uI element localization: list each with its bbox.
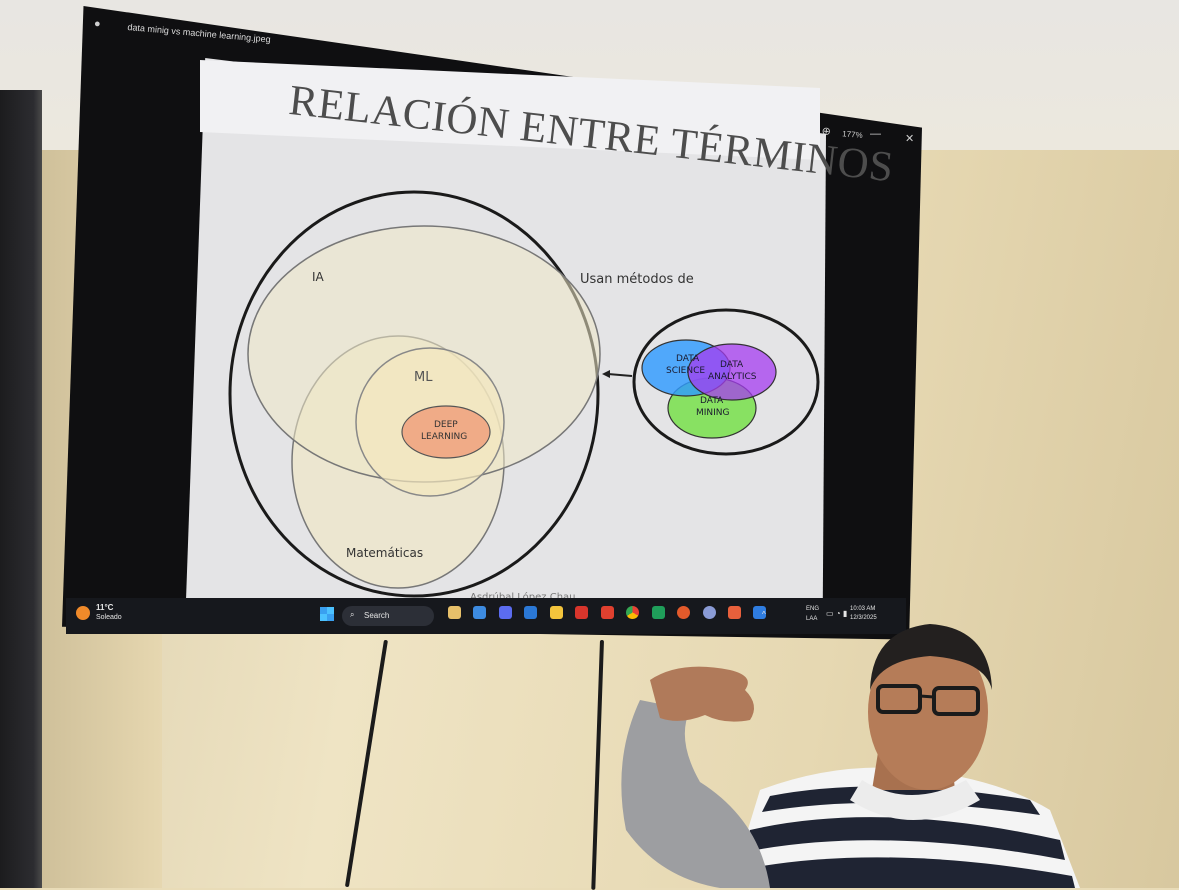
data-analytics-label-2: ANALYTICS (708, 372, 757, 382)
glasses-right-lens (932, 686, 980, 716)
data-mining-label-1: DATA (700, 396, 724, 406)
data-science-label-1: DATA (676, 354, 700, 364)
glasses-bridge (919, 694, 935, 699)
clock-date[interactable]: 12/3/2025 (850, 615, 877, 621)
taskbar-apps (448, 606, 767, 624)
app-icon-12[interactable] (727, 606, 741, 619)
outer-circle (228, 190, 600, 598)
windows-start-icon[interactable] (320, 607, 334, 621)
arrow-head (602, 370, 610, 378)
shirt-collar (850, 780, 980, 820)
weather-temp[interactable]: 11°C (96, 603, 114, 612)
app-icon-6[interactable] (575, 606, 589, 619)
deep-label: DEEP (434, 420, 458, 430)
folder-icon[interactable] (549, 606, 563, 619)
weather-icon (76, 606, 90, 620)
data-mining-label-2: MINING (696, 408, 730, 418)
left-dark-post (0, 90, 42, 888)
tray-icons[interactable]: ▭ ◔ ▮ (826, 609, 848, 618)
lang-line-1[interactable]: ENG (806, 606, 820, 612)
clock-time[interactable]: 10:03 AM (850, 606, 876, 612)
usan-metodos-label: Usan métodos de (580, 272, 694, 287)
taskbar-search[interactable] (342, 606, 434, 626)
matematicas-label: Matemáticas (346, 546, 424, 560)
shirt-stripe-2 (738, 857, 1075, 888)
weather-desc: Soleado (96, 614, 122, 621)
data-analytics-label-1: DATA (720, 360, 744, 370)
app-icon-13[interactable] (753, 606, 767, 619)
app-icon-7[interactable] (600, 606, 614, 619)
app-icon-10[interactable] (677, 606, 691, 619)
data-outer-circle (632, 308, 820, 456)
ml-label: ML (414, 370, 433, 385)
data-analytics-ellipse (687, 343, 777, 401)
slide-footer-author: Asdrúbal López Chau (470, 592, 576, 603)
search-label: Search (364, 611, 390, 620)
data-science-label-2: SCIENCE (666, 366, 706, 376)
presenter-hand (650, 666, 754, 722)
search-icon: ⌕ (350, 610, 355, 619)
app-icon-9[interactable] (651, 606, 665, 619)
deep-learning-ellipse (401, 405, 491, 459)
glasses-left-lens (876, 684, 922, 714)
tray-chevron-icon[interactable]: ^ (762, 610, 766, 619)
presenter-hair (870, 624, 992, 690)
arrow-line (607, 373, 633, 377)
presenter-arm (621, 700, 770, 888)
learning-label: LEARNING (421, 432, 468, 442)
lang-line-2[interactable]: LAA (806, 616, 818, 622)
presenter-head (868, 634, 988, 790)
close-icon[interactable]: ✕ (905, 133, 915, 145)
app-icon-1[interactable] (448, 606, 461, 619)
photos-app-icon: ● (94, 18, 101, 30)
ia-label: IA (312, 270, 324, 284)
app-icon-2[interactable] (473, 606, 487, 619)
settings-icon[interactable] (702, 606, 716, 619)
shirt-stripe-1 (745, 817, 1065, 860)
minimize-icon[interactable]: — (870, 128, 881, 140)
chrome-icon[interactable] (626, 606, 640, 619)
app-icon-3[interactable] (498, 606, 512, 619)
app-icon-4[interactable] (524, 606, 538, 619)
